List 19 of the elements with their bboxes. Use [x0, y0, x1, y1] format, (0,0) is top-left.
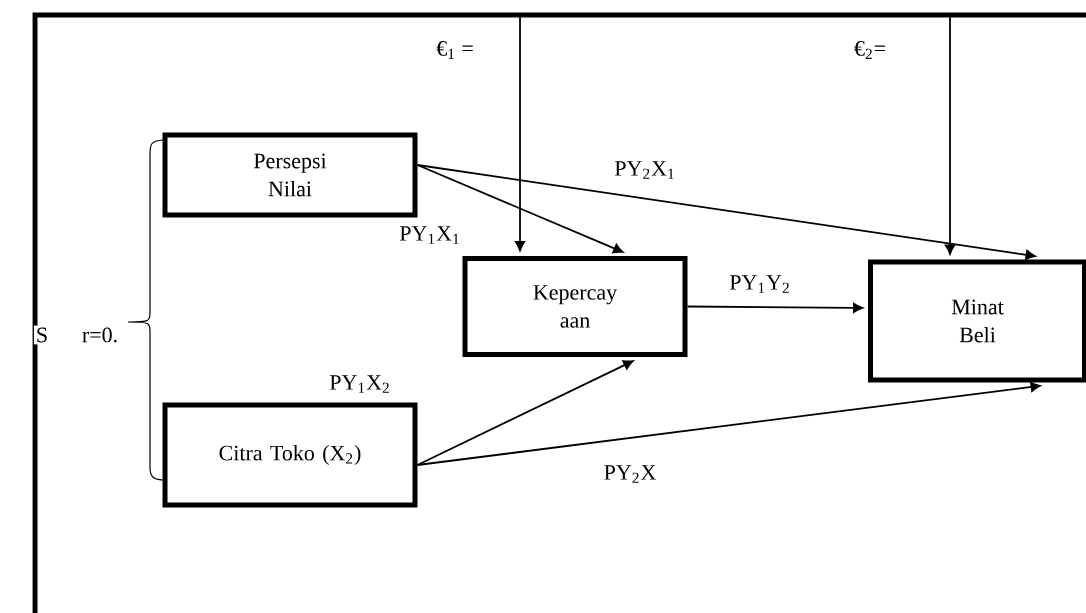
error-term-label: €$_{1}$ = [434, 39, 476, 61]
edge-label: PY$_{1}$X$_{1}$ [397, 224, 463, 246]
error-term-label: €$_{2}$= [851, 39, 889, 61]
edge-label: PY$_{1}$X$_{2}$ [327, 373, 393, 395]
edge-label: PY$_{1}$Y$_{2}$ [727, 273, 793, 295]
edge-label: PY$_{2}$X$_{1}$ [612, 159, 678, 181]
variable-box: Citra Toko (X$_{2}$) [162, 402, 418, 508]
variable-box: Persepsi Nilai [162, 132, 418, 218]
arrow [944, 14, 956, 255]
label: r=0. [79, 325, 121, 345]
arrow [416, 360, 634, 466]
variable-box: Minat Beli [868, 259, 1086, 383]
arrow [416, 164, 1036, 260]
arrow [416, 164, 624, 254]
variable-box: Kepercay aan [462, 256, 688, 357]
arrow [514, 14, 526, 252]
arrow [686, 302, 864, 313]
arrow [416, 381, 1041, 466]
edge-label: PY$_{2}$X [601, 463, 659, 485]
